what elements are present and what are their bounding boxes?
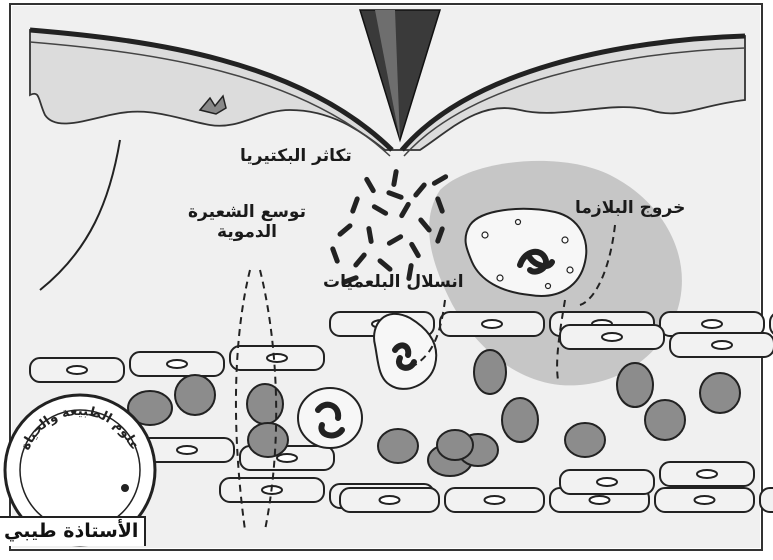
red-blood-cell [437,430,473,460]
endothelial-cell [130,352,224,376]
endothelial-cell [760,488,773,512]
red-blood-cell [645,400,685,440]
red-blood-cell [474,350,506,394]
endothelial-cell [230,346,324,370]
endothelial-cell [30,358,124,382]
red-blood-cell [565,423,605,457]
red-blood-cell [248,423,288,457]
label-bacteria-multiplication: تكاثر البكتيريا [240,146,352,166]
endothelial-cell [660,462,754,486]
red-blood-cell [617,363,653,407]
endothelial-cell [670,333,773,357]
label-capillary-dilation: توسع الشعيرة الدموية [178,202,316,242]
endothelial-cell [560,325,664,349]
red-blood-cell [378,429,418,463]
phagocyte-in-vessel [298,388,362,448]
label-phagocyte-infiltration: انسلال البلعميات [323,272,464,292]
endothelial-cell [655,488,754,512]
red-blood-cell [247,384,283,424]
endothelial-cell [340,488,439,512]
endothelial-cell [445,488,544,512]
label-plasma-exit: خروج البلازما [575,198,685,218]
red-blood-cell [700,373,740,413]
red-blood-cell [502,398,538,442]
red-blood-cell [175,375,215,415]
endothelial-cell [440,312,544,336]
signature: الأستاذة طيبي [0,516,146,546]
endothelial-cell [560,470,654,494]
